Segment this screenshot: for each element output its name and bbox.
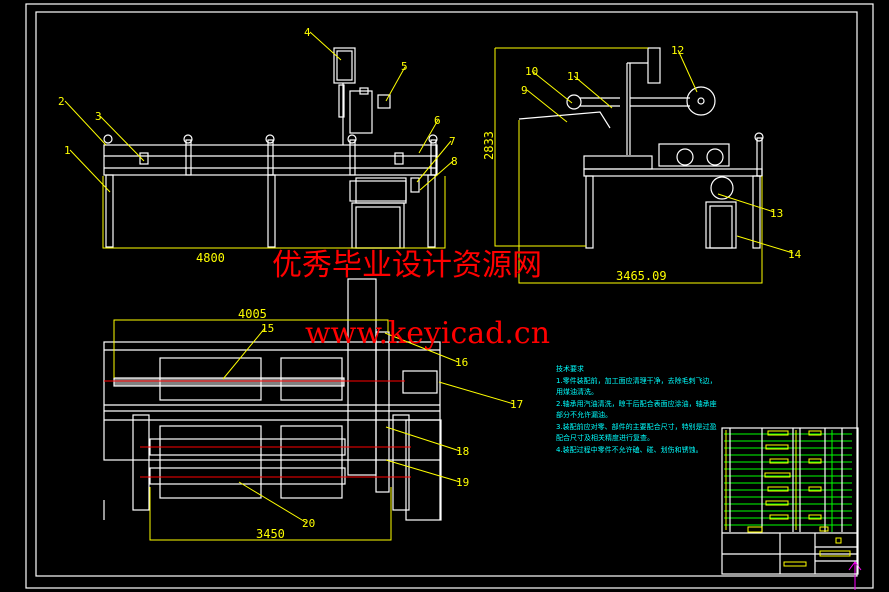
part-label-10: 10	[525, 65, 538, 78]
dimension-side-length: 3465.09	[616, 269, 667, 283]
part-label-18: 18	[456, 445, 469, 458]
part-label-16: 16	[455, 356, 468, 369]
technical-requirements-title: 技术要求	[556, 365, 584, 373]
dimension-top-length: 4005	[238, 307, 267, 321]
part-label-8: 8	[451, 155, 458, 168]
part-labels: 1 2 3 4 5 6 7 8 9 10 11 12 13 14 15 16 1…	[58, 26, 802, 530]
dimension-side-height: 2833	[482, 131, 496, 160]
watermark-site-name: 优秀毕业设计资源网	[272, 248, 542, 283]
outer-frame	[25, 3, 874, 589]
technical-requirement-item: 1.零件装配前，加工面应清理干净，去除毛刺飞边，用煤油清洗。	[556, 376, 717, 397]
part-label-4: 4	[304, 26, 311, 39]
technical-requirement-item: 3.装配前应对零、部件的主要配合尺寸，特别是过盈配合尺寸及相关精度进行复查。	[556, 422, 717, 443]
watermark-url: www.keyicad.cn	[305, 316, 550, 351]
part-label-12: 12	[671, 44, 684, 57]
part-label-5: 5	[401, 60, 408, 73]
dimension-front-length: 4800	[196, 251, 225, 265]
part-label-11: 11	[567, 70, 580, 83]
part-label-1: 1	[64, 144, 71, 157]
part-label-19: 19	[456, 476, 469, 489]
part-label-6: 6	[434, 114, 441, 127]
part-label-7: 7	[449, 135, 456, 148]
part-label-20: 20	[302, 517, 315, 530]
ucs-icon	[848, 561, 862, 590]
part-label-15: 15	[261, 322, 274, 335]
part-label-9: 9	[521, 84, 528, 97]
technical-requirements: 技术要求 1.零件装配前，加工面应清理干净，去除毛刺飞边，用煤油清洗。 2.轴承…	[556, 364, 720, 456]
technical-requirement-item: 4.装配过程中零件不允许磕、碰、划伤和锈蚀。	[556, 445, 703, 454]
part-label-13: 13	[770, 207, 783, 220]
technical-requirement-item: 2.轴承用汽油清洗，晾干后配合表面应涂油，轴承座部分不允许漏油。	[556, 399, 717, 420]
inner-frame	[35, 11, 858, 577]
title-block	[721, 427, 859, 575]
part-label-14: 14	[788, 248, 802, 261]
leader-lines	[64, 31, 794, 524]
front-view	[102, 47, 446, 249]
part-label-17: 17	[510, 398, 523, 411]
part-label-2: 2	[58, 95, 65, 108]
part-label-3: 3	[95, 110, 102, 123]
dimension-top-width: 3450	[256, 527, 285, 541]
top-view	[103, 278, 442, 541]
